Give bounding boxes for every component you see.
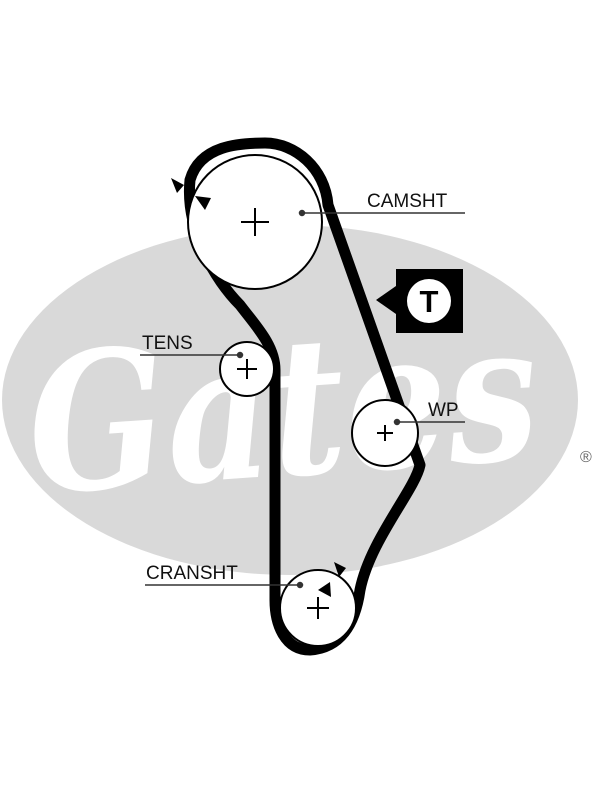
rotation-arrow-icon [171, 178, 211, 210]
rotation-arrow-icon [318, 562, 346, 597]
tension-badge: T [376, 269, 463, 333]
water-pump-pulley [351, 399, 419, 467]
crankshaft-label: CRANSHT [146, 563, 238, 584]
registered-mark: ® [580, 449, 592, 466]
camshaft-pulley [187, 154, 323, 290]
badge-pointer [376, 286, 396, 314]
water-pump-label: WP [428, 400, 459, 421]
tensioner-pulley [219, 341, 275, 397]
badge-letter: T [420, 284, 439, 319]
gates-watermark: Gates ® [2, 225, 592, 575]
crankshaft-pulley [279, 569, 357, 647]
leader-lines [140, 209, 465, 589]
center-cross-icon [377, 425, 393, 441]
center-cross-icon [241, 208, 269, 236]
badge-circle [407, 279, 451, 323]
camshaft-label: CAMSHT [367, 191, 448, 212]
center-cross-icon [307, 597, 329, 619]
watermark-text: Gates [21, 280, 545, 538]
tensioner-label: TENS [142, 333, 193, 354]
center-cross-icon [237, 359, 257, 379]
